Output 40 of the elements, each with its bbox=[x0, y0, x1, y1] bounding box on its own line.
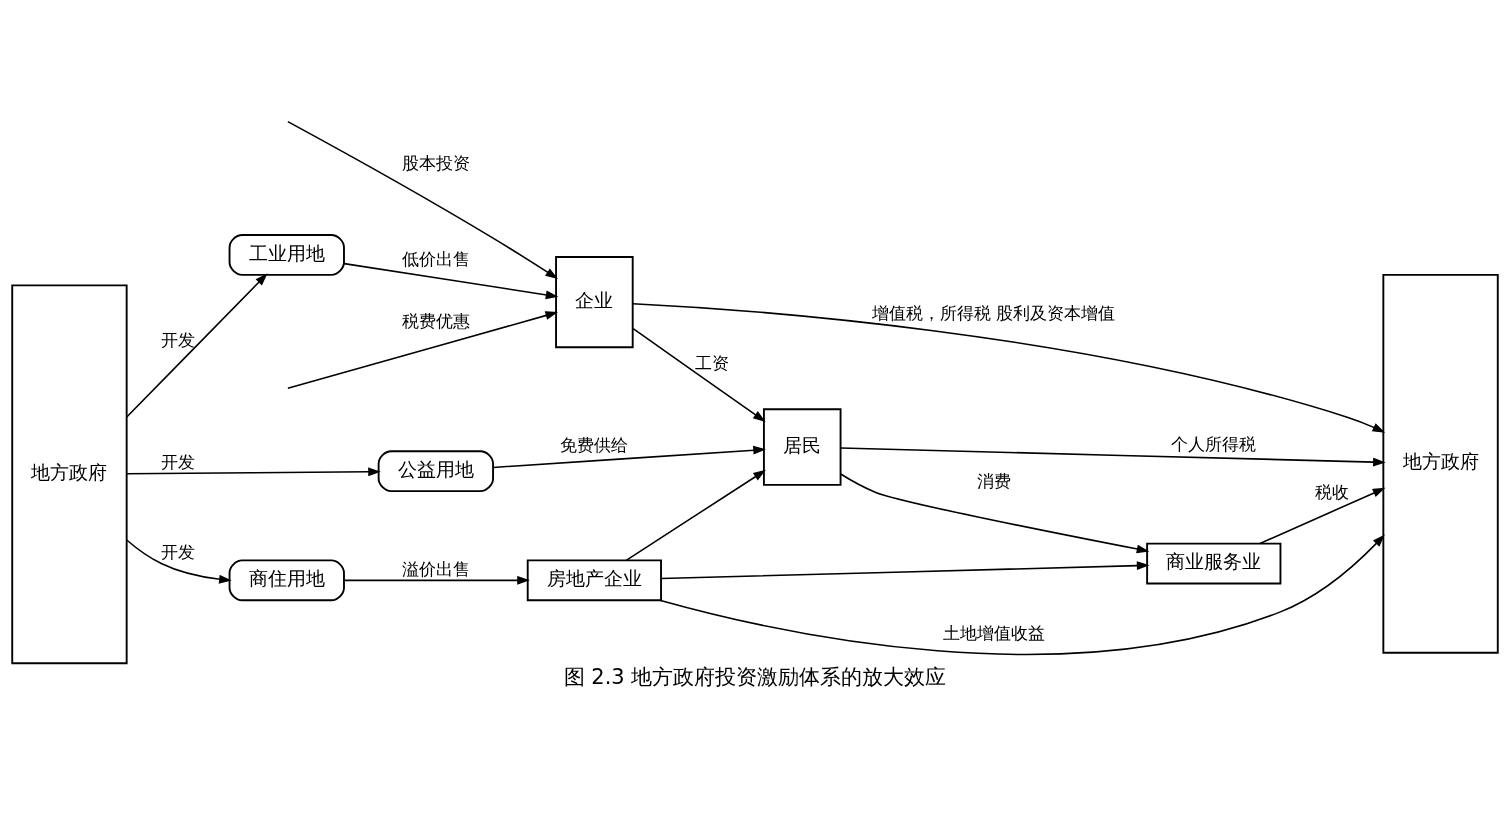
edge-label: 开发 bbox=[161, 329, 196, 350]
arrow bbox=[287, 120, 558, 279]
node-box: 企业 bbox=[555, 255, 634, 348]
caption: 图 2.3 地方政府投资激励体系的放大效应 bbox=[563, 664, 947, 689]
arrow bbox=[632, 302, 1386, 433]
arrow bbox=[287, 310, 559, 389]
arrow bbox=[625, 469, 766, 561]
edge-label: 溢价出售 bbox=[401, 558, 470, 579]
arrow bbox=[659, 533, 1385, 655]
node-box: 地方政府 bbox=[1382, 273, 1499, 654]
node-box: 商业服务业 bbox=[1146, 542, 1282, 584]
node-box: 居民 bbox=[762, 407, 842, 486]
arrow bbox=[1259, 487, 1386, 544]
edge-label: 免费供给 bbox=[560, 434, 629, 455]
node-box: 商住用地 bbox=[228, 558, 345, 601]
edge-label: 股本投资 bbox=[401, 152, 470, 173]
arrow bbox=[632, 327, 766, 422]
arrow bbox=[343, 262, 559, 299]
edge-label: 低价出售 bbox=[401, 248, 470, 269]
node-box: 工业用地 bbox=[228, 233, 345, 276]
edge-label: 工资 bbox=[695, 352, 730, 373]
arrow bbox=[492, 445, 766, 468]
arrow bbox=[839, 446, 1386, 466]
edge-label: 开发 bbox=[161, 451, 196, 472]
edge-label: 税费优惠 bbox=[401, 310, 470, 331]
node-box: 房地产企业 bbox=[526, 558, 662, 601]
edge-label: 开发 bbox=[161, 541, 196, 562]
edge-label: 增值税，所得税 股利及资本增值 bbox=[872, 302, 1116, 323]
node-box: 公益用地 bbox=[377, 449, 494, 492]
edge-label: 消费 bbox=[976, 470, 1011, 491]
arrow bbox=[125, 538, 232, 584]
arrow bbox=[343, 575, 530, 585]
arrow bbox=[126, 466, 381, 476]
arrow bbox=[839, 472, 1150, 553]
edge-label: 税收 bbox=[1314, 481, 1349, 502]
edge-label: 个人所得税 bbox=[1171, 433, 1257, 454]
arrow bbox=[125, 272, 268, 418]
edge-label: 土地增值收益 bbox=[942, 622, 1045, 643]
arrow bbox=[660, 560, 1150, 579]
node-box: 地方政府 bbox=[11, 283, 128, 664]
